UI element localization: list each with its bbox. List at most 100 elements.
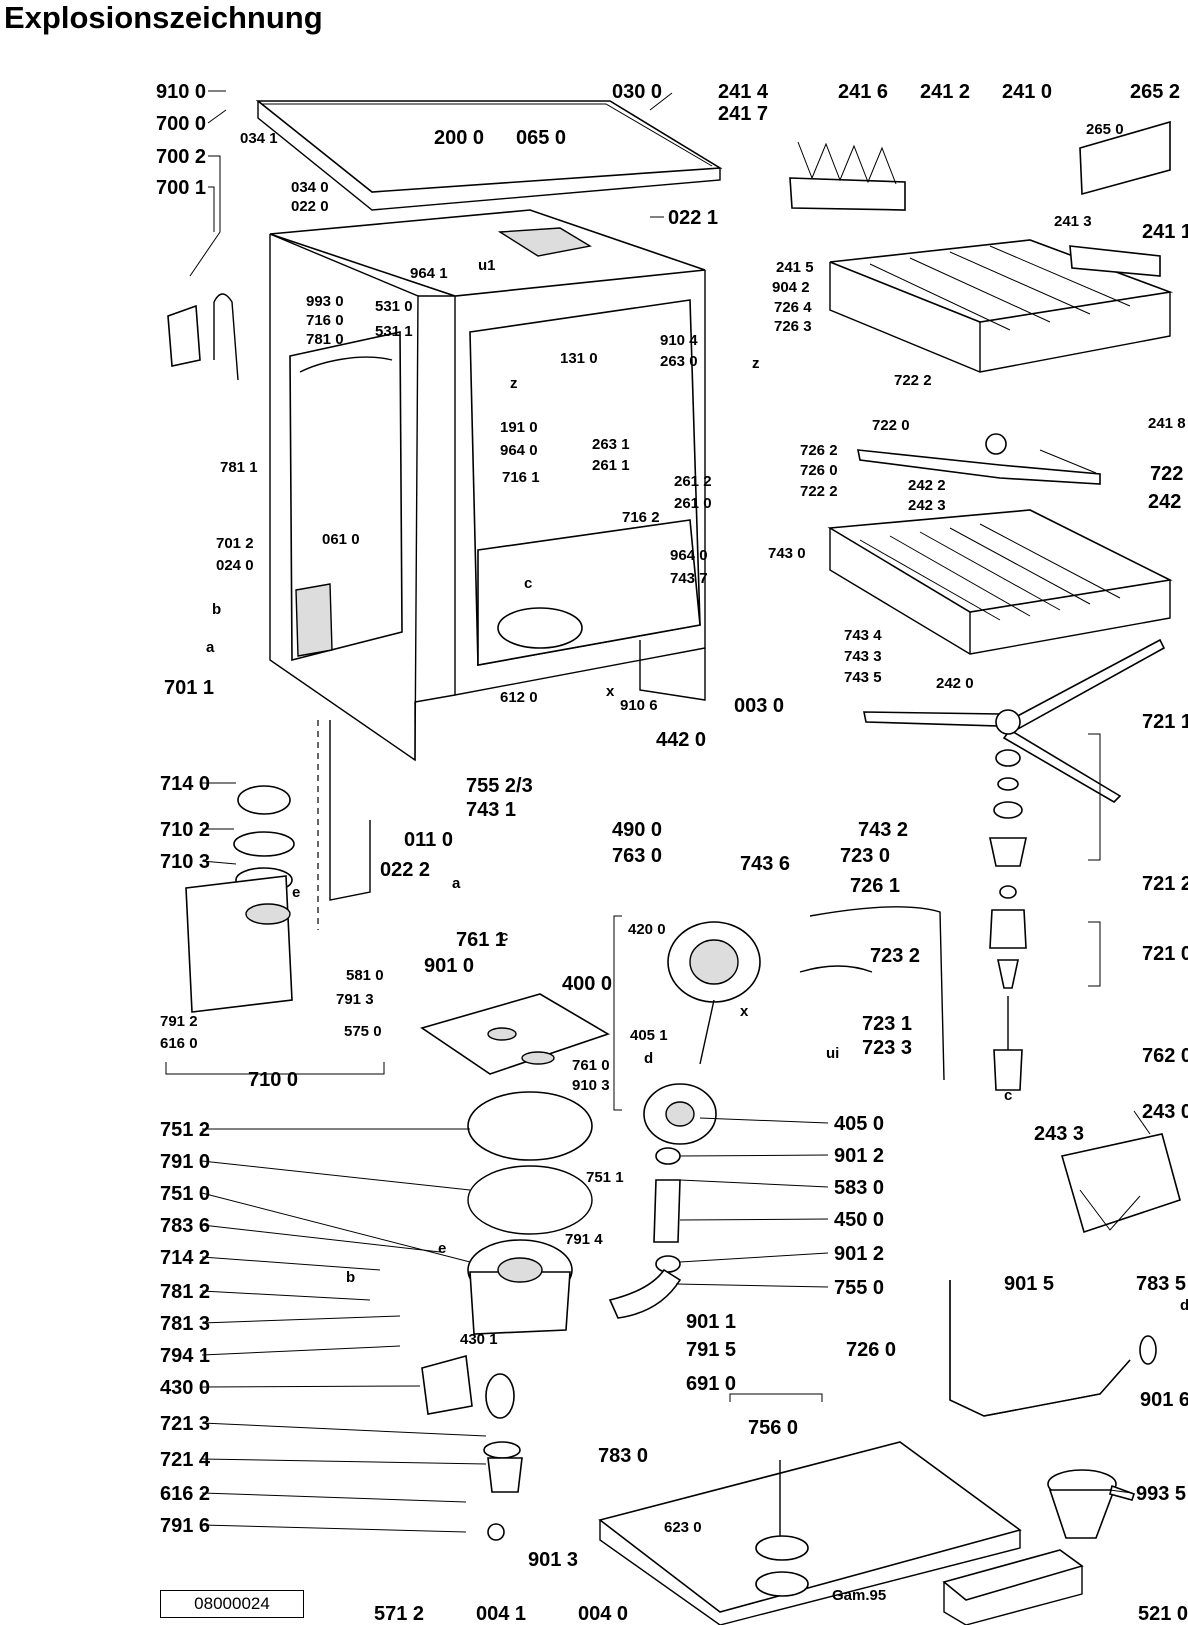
part-label-l7510: 751 0 — [160, 1183, 210, 1205]
part-label-l755: 755 2/3 — [466, 775, 533, 797]
part-label-l6120: 612 0 — [500, 689, 538, 706]
reference-letter-lb2: b — [346, 1269, 355, 1286]
part-label-l9640: 964 0 — [500, 442, 538, 459]
part-label-l5810: 581 0 — [346, 967, 384, 984]
part-label-l7001: 700 1 — [156, 177, 206, 199]
part-label-l6910: 691 0 — [686, 1373, 736, 1395]
part-label-l4420: 442 0 — [656, 729, 706, 751]
part-label-l5712: 571 2 — [374, 1603, 424, 1625]
part-label-l4900: 490 0 — [612, 819, 662, 841]
part-label-l5750: 575 0 — [344, 1023, 382, 1040]
part-label-l7434: 743 4 — [844, 627, 882, 644]
part-label-l4200: 420 0 — [628, 921, 666, 938]
document-number-box: 08000024 — [160, 1590, 304, 1618]
part-label-l0610: 061 0 — [322, 531, 360, 548]
part-label-l7220b: 722 0 — [1150, 463, 1188, 485]
part-label-l7632: 743 2 — [858, 819, 908, 841]
part-label-l7263: 726 3 — [774, 318, 812, 335]
part-label-l7620: 762 0 — [1142, 1045, 1188, 1067]
part-label-l7910: 791 0 — [160, 1151, 210, 1173]
part-label-l7914: 791 4 — [565, 1231, 603, 1248]
part-label-l2410: 241 0 — [1002, 81, 1052, 103]
part-label-l7811: 781 1 — [220, 459, 258, 476]
part-label-l7511: 751 1 — [586, 1169, 624, 1186]
part-label-l2430: 243 0 — [1142, 1101, 1188, 1123]
part-label-l2414: 241 4 — [718, 81, 769, 103]
reference-letter-le: e — [292, 884, 300, 901]
reference-letter-lx: x — [606, 683, 615, 700]
part-label-l7142: 714 2 — [160, 1247, 210, 1269]
part-label-l0341: 034 1 — [240, 130, 278, 147]
part-label-l7431: 743 1 — [466, 799, 516, 821]
part-label-l0110: 011 0 — [404, 829, 453, 851]
part-label-l7512: 751 2 — [160, 1119, 210, 1141]
part-label-l7231: 723 1 — [862, 1013, 912, 1035]
part-label-l5210: 521 0 — [1138, 1603, 1188, 1625]
spray-hub-stack-part — [989, 749, 1027, 1091]
part-label-l0222: 022 2 — [380, 859, 430, 881]
top-cover-part — [255, 100, 723, 211]
part-label-l7002: 700 2 — [156, 146, 206, 168]
part-label-l9010: 901 0 — [424, 955, 474, 977]
part-label-l6162: 616 2 — [160, 1483, 210, 1505]
part-label-l7103: 710 3 — [160, 851, 210, 873]
part-label-l2413: 241 3 — [1054, 213, 1092, 230]
part-label-l7435: 743 5 — [844, 669, 882, 686]
part-label-l9104: 910 4 — [660, 332, 698, 349]
part-label-l7836: 783 6 — [160, 1215, 210, 1237]
part-label-l2416: 241 6 — [838, 81, 888, 103]
part-label-l7262: 726 2 — [800, 442, 838, 459]
reference-letter-lui: ui — [826, 1045, 839, 1062]
part-label-l4301: 430 1 — [460, 1331, 498, 1348]
part-label-l7430: 743 0 — [768, 545, 806, 562]
part-label-l7212: 721 2 — [1142, 873, 1188, 895]
part-label-l9012: 901 2 — [834, 1145, 884, 1167]
part-label-l7433: 743 3 — [844, 648, 882, 665]
part-label-l7261: 726 1 — [850, 875, 900, 897]
water-softener-part — [185, 785, 295, 1013]
part-label-l4000: 400 0 — [562, 973, 612, 995]
part-label-l4051: 405 1 — [630, 1027, 668, 1044]
base-frame-part — [598, 1441, 1022, 1625]
reference-letter-ld: d — [644, 1050, 653, 1067]
part-label-l7560: 756 0 — [748, 1417, 798, 1439]
page-title: Explosionszeichnung — [4, 0, 323, 35]
part-label-l7941: 794 1 — [160, 1345, 210, 1367]
part-label-l2000: 200 0 — [434, 127, 484, 149]
tine-rows-part — [789, 120, 1171, 277]
part-label-l7211: 721 1 — [1142, 711, 1188, 733]
part-label-l0650: 065 0 — [516, 127, 566, 149]
part-label-l2652: 265 2 — [1130, 81, 1180, 103]
part-label-l7915: 791 5 — [686, 1339, 736, 1361]
part-label-l7260: 726 0 — [800, 462, 838, 479]
part-label-l7630: 763 0 — [612, 845, 662, 867]
part-label-l7230: 723 0 — [840, 845, 890, 867]
part-label-l9015: 901 5 — [1004, 1273, 1054, 1295]
part-label-l0220: 022 0 — [291, 198, 329, 215]
part-label-l7232: 723 2 — [870, 945, 920, 967]
part-label-l7000: 700 0 — [156, 113, 206, 135]
part-label-l9641: 964 1 — [410, 265, 448, 282]
signature-mark: Gam.95 — [832, 1587, 886, 1604]
part-label-l7162: 716 2 — [622, 509, 660, 526]
part-label-l7222: 722 2 — [894, 372, 932, 389]
drain-hose-part — [949, 1280, 1157, 1417]
part-label-l2631: 263 1 — [592, 436, 630, 453]
part-label-l2420: 242 0 — [936, 675, 974, 692]
part-label-l2423: 242 3 — [908, 497, 946, 514]
funnel-part — [1047, 1469, 1136, 1539]
reference-letter-lc2: c — [500, 928, 508, 945]
wash-pump-motor-part — [643, 921, 761, 1145]
part-label-l7611: 761 1 — [456, 929, 506, 951]
part-label-l7210: 721 0 — [1142, 943, 1188, 965]
part-label-l9103: 910 3 — [572, 1077, 610, 1094]
part-label-l7213: 721 3 — [160, 1413, 210, 1435]
lower-spray-arm-part — [863, 638, 1166, 804]
part-label-l9016: 901 6 — [1140, 1389, 1188, 1411]
control-panel-strip-part — [942, 1549, 1084, 1625]
part-label-l7100: 710 0 — [248, 1069, 298, 1091]
part-label-l9011: 901 1 — [686, 1311, 736, 1333]
part-label-l7912: 791 2 — [160, 1013, 198, 1030]
